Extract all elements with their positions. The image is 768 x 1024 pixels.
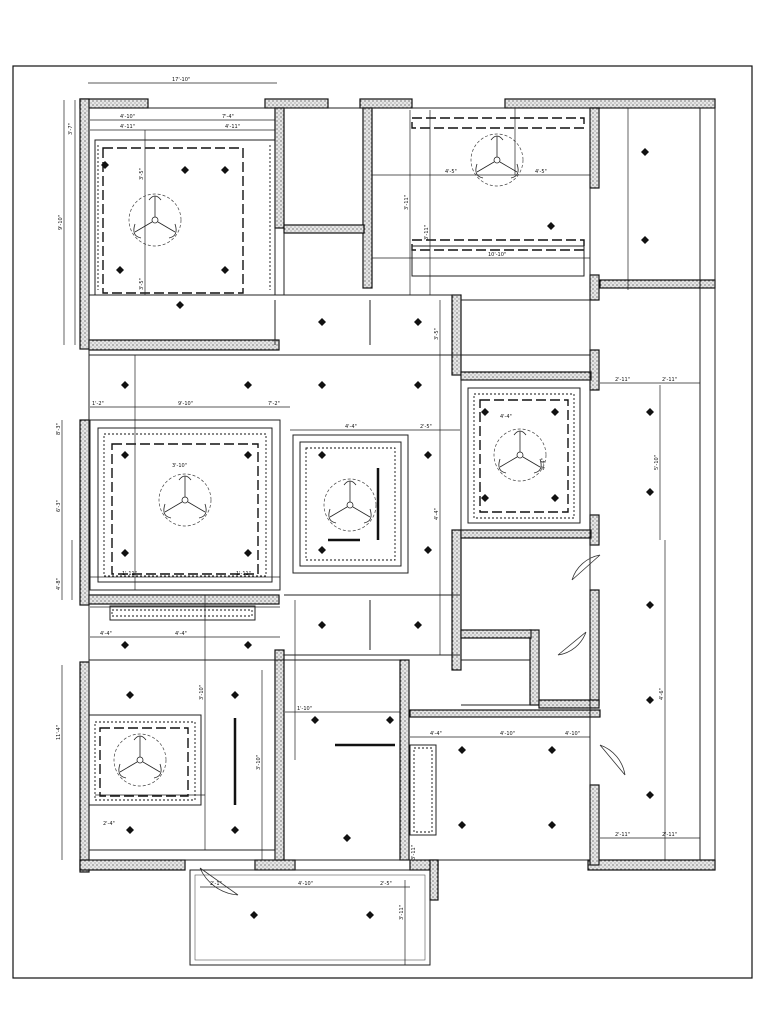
dim-lw-d: 3'-10" bbox=[256, 755, 262, 770]
dim-r1-f: 3'-5" bbox=[139, 278, 145, 290]
dim-r2-a: 4'-5" bbox=[445, 169, 457, 175]
walls bbox=[79, 98, 716, 901]
dim-ctr-a: 4'-4" bbox=[345, 424, 357, 430]
dim-lw-i: 4'-10" bbox=[565, 731, 580, 737]
dim-bt-d: 3'-11" bbox=[399, 905, 405, 920]
dim-r2-c: 3'-11" bbox=[404, 195, 410, 210]
dim-bt-e: 3'-11" bbox=[411, 845, 417, 860]
dim-lw-b: 4'-4" bbox=[175, 631, 187, 637]
dim-left-2: 3'-7" bbox=[68, 123, 74, 135]
dim-rt-g: 2'-11" bbox=[615, 832, 630, 838]
dimension-lines bbox=[61, 82, 700, 965]
dim-rt-h: 2'-11" bbox=[662, 832, 677, 838]
dim-mid-e: 1'-11" bbox=[122, 571, 137, 577]
dim-top-overall: 17'-10" bbox=[172, 77, 190, 83]
dim-r1-d: 4'-11" bbox=[225, 124, 240, 130]
dim-r2-b: 4'-5" bbox=[535, 169, 547, 175]
dim-mid-d: 3'-10" bbox=[172, 463, 187, 469]
ceiling-coffers bbox=[88, 117, 591, 861]
dim-lw-f: 4'-4" bbox=[430, 731, 442, 737]
dim-lw-c: 3'-10" bbox=[199, 685, 205, 700]
doors bbox=[199, 554, 626, 896]
dim-ctr-d: 4'-4" bbox=[434, 508, 440, 520]
dim-left-5: 4'-8" bbox=[56, 578, 62, 590]
dim-lw-a: 4'-4" bbox=[100, 631, 112, 637]
dim-rt-a: 4'-4" bbox=[500, 414, 512, 420]
dim-r1-e: 3'-5" bbox=[139, 168, 145, 180]
dim-mid-f: 1'-11" bbox=[236, 571, 251, 577]
dim-mid-b: 7'-2" bbox=[268, 401, 280, 407]
dim-r2-d: 3'-11" bbox=[424, 225, 430, 240]
dim-lw-g: 1'-10" bbox=[297, 706, 312, 712]
dim-ctr-c: 2'-5" bbox=[420, 424, 432, 430]
dim-rt-e: 5'-10" bbox=[654, 455, 660, 470]
sheet-border bbox=[12, 65, 753, 979]
dim-ctr-b: 3'-5" bbox=[434, 328, 440, 340]
dim-mid-c: 1'-2" bbox=[92, 401, 104, 407]
dim-bt-c: 2'-5" bbox=[380, 881, 392, 887]
dim-rt-d: 2'-11" bbox=[662, 377, 677, 383]
dim-rt-c: 2'-11" bbox=[615, 377, 630, 383]
dim-left-6: 11'-4" bbox=[56, 725, 62, 740]
dim-mid-a: 9'-10" bbox=[178, 401, 193, 407]
dim-r1-a: 4'-10" bbox=[120, 114, 135, 120]
dim-lw-h: 4'-10" bbox=[500, 731, 515, 737]
dim-bt-b: 4'-10" bbox=[298, 881, 313, 887]
dim-left-4: 6'-3" bbox=[56, 500, 62, 512]
dim-lw-e: 2'-4" bbox=[103, 821, 115, 827]
dim-r2-e: 10'-10" bbox=[488, 252, 506, 258]
dim-left-3: 8'-3" bbox=[56, 423, 62, 435]
dimension-labels: 17'-10" 9'-10" 3'-7" 8'-3" 6'-3" 4'-8" 1… bbox=[56, 77, 677, 920]
dim-r1-b: 7'-4" bbox=[222, 114, 234, 120]
dim-bt-a: 2'-1" bbox=[210, 881, 222, 887]
dim-left-1: 9'-10" bbox=[58, 215, 64, 230]
dim-rt-f: 4'-6" bbox=[659, 688, 665, 700]
dim-r1-c: 4'-11" bbox=[120, 124, 135, 130]
dim-rt-b: 4'-4" bbox=[541, 458, 547, 470]
